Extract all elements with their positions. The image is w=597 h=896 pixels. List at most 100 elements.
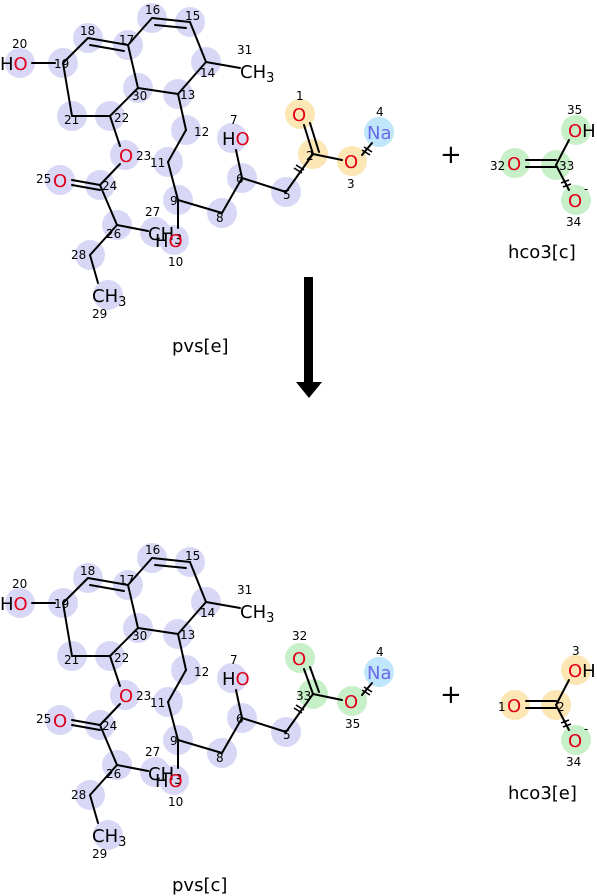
bottom-sodium: Na — [367, 663, 392, 684]
top-num-4: 4 — [376, 105, 384, 119]
bottom-num-32: 32 — [292, 629, 307, 643]
top-ion-charge: - — [584, 182, 588, 196]
bottom-carbonyl-o25: O — [53, 711, 67, 732]
bottom-num-9: 9 — [170, 734, 178, 748]
top-reactant-molecule: HO 20 19 18 17 16 15 14 31 CH3 13 30 22 … — [0, 3, 394, 321]
bottom-num-24: 24 — [102, 719, 117, 733]
bottom-carboxyl-o-single: O — [344, 692, 358, 713]
top-ion-oh: OH — [568, 121, 596, 142]
top-carboxyl-o-single: O — [344, 152, 358, 173]
bottom-ion-label: hco3[e] — [508, 783, 577, 804]
top-num-30: 30 — [132, 89, 147, 103]
top-num-14: 14 — [200, 66, 215, 80]
bottom-bicarbonate-ion: OH 3 O 1 2 O - 34 — [498, 644, 596, 769]
bottom-product-molecule: HO 20 19 18 17 16 15 14 31 CH3 13 30 22 … — [0, 543, 394, 861]
bottom-methyl-31: CH3 — [240, 602, 274, 626]
top-num-12: 12 — [194, 125, 209, 139]
bottom-ion-charge: - — [584, 722, 588, 736]
bottom-num-26: 26 — [106, 767, 121, 781]
top-num-22: 22 — [114, 111, 129, 125]
bottom-num-22: 22 — [114, 651, 129, 665]
top-bicarbonate-ion: OH 35 O 32 33 O - 34 — [490, 103, 596, 229]
top-num-25: 25 — [36, 172, 51, 186]
bottom-num-21: 21 — [64, 653, 79, 667]
top-num-7: 7 — [230, 113, 238, 127]
top-num-13: 13 — [180, 88, 195, 102]
top-num-15: 15 — [185, 9, 200, 23]
bottom-num-11: 11 — [150, 696, 165, 710]
bottom-plus-sign: + — [440, 680, 462, 710]
bottom-num-28: 28 — [71, 788, 86, 802]
bottom-num-16: 16 — [145, 543, 160, 557]
bottom-atom-highlights — [5, 543, 394, 850]
top-methyl-29: CH3 — [92, 286, 126, 310]
bottom-num-17: 17 — [119, 573, 134, 587]
bottom-ion-num-1: 1 — [498, 700, 506, 714]
top-methyl-31: CH3 — [240, 62, 274, 86]
top-hydroxyl-o20: HO — [0, 54, 28, 75]
top-num-20: 20 — [12, 37, 27, 51]
top-hydroxyl-o10: HO — [155, 231, 183, 252]
bottom-atom-labels: HO 20 19 18 17 16 15 14 31 CH3 13 30 22 … — [0, 543, 392, 861]
top-ion-num-34: 34 — [566, 215, 581, 229]
bottom-num-27: 27 — [145, 745, 160, 759]
top-sodium: Na — [367, 123, 392, 144]
bottom-num-4: 4 — [376, 645, 384, 659]
bottom-num-31: 31 — [237, 583, 252, 597]
bottom-num-7: 7 — [230, 653, 238, 667]
bottom-num-13: 13 — [180, 628, 195, 642]
bottom-num-15: 15 — [185, 549, 200, 563]
top-ion-o-minus: O — [568, 191, 582, 212]
bottom-num-33: 33 — [296, 689, 311, 703]
reaction-arrow — [296, 277, 322, 398]
top-ion-num-33: 33 — [559, 159, 574, 173]
top-methyl-27: CH3 — [148, 224, 182, 248]
top-ion-label: hco3[c] — [508, 242, 576, 263]
top-num-29: 29 — [92, 307, 107, 321]
bottom-num-19: 19 — [54, 597, 69, 611]
bottom-bonds — [31, 557, 373, 824]
bottom-num-10: 10 — [168, 795, 183, 809]
bottom-num-23: 23 — [136, 689, 151, 703]
top-ion-o-double: O — [507, 154, 521, 175]
bottom-molecule-label: pvs[c] — [172, 875, 227, 896]
top-num-8: 8 — [216, 211, 224, 225]
top-atom-highlights — [5, 3, 394, 310]
bottom-hydroxyl-o20: HO — [0, 594, 28, 615]
top-num-10: 10 — [168, 255, 183, 269]
top-num-17: 17 — [119, 33, 134, 47]
top-atom-labels: HO 20 19 18 17 16 15 14 31 CH3 13 30 22 … — [0, 3, 392, 321]
top-num-26: 26 — [106, 227, 121, 241]
top-hydroxyl-o7: HO — [222, 129, 250, 150]
bottom-num-30: 30 — [132, 629, 147, 643]
top-num-19: 19 — [54, 57, 69, 71]
bottom-methyl-29: CH3 — [92, 826, 126, 850]
top-num-18: 18 — [80, 24, 95, 38]
top-molecule-label: pvs[e] — [172, 336, 229, 357]
bottom-ion-num-3: 3 — [572, 644, 580, 658]
top-num-23: 23 — [136, 149, 151, 163]
bottom-methyl-27: CH3 — [148, 764, 182, 788]
bottom-num-6: 6 — [236, 712, 244, 726]
bottom-num-25: 25 — [36, 712, 51, 726]
bottom-num-8: 8 — [216, 751, 224, 765]
top-num-24: 24 — [102, 179, 117, 193]
bottom-ion-num-34: 34 — [566, 755, 581, 769]
top-num-27: 27 — [145, 205, 160, 219]
top-carboxyl-o-double: O — [292, 105, 306, 126]
bottom-num-29: 29 — [92, 847, 107, 861]
bottom-num-35: 35 — [345, 717, 360, 731]
top-carbonyl-o25: O — [53, 171, 67, 192]
top-num-2: 2 — [306, 149, 314, 163]
top-num-28: 28 — [71, 248, 86, 262]
bottom-ion-o-double: O — [507, 696, 521, 717]
top-num-31: 31 — [237, 43, 252, 57]
bottom-ester-o23: O — [119, 686, 133, 707]
top-ester-o23: O — [119, 146, 133, 167]
bottom-num-5: 5 — [283, 728, 291, 742]
bottom-hydroxyl-o7: HO — [222, 669, 250, 690]
top-num-16: 16 — [145, 3, 160, 17]
top-num-11: 11 — [150, 156, 165, 170]
bottom-num-12: 12 — [194, 665, 209, 679]
